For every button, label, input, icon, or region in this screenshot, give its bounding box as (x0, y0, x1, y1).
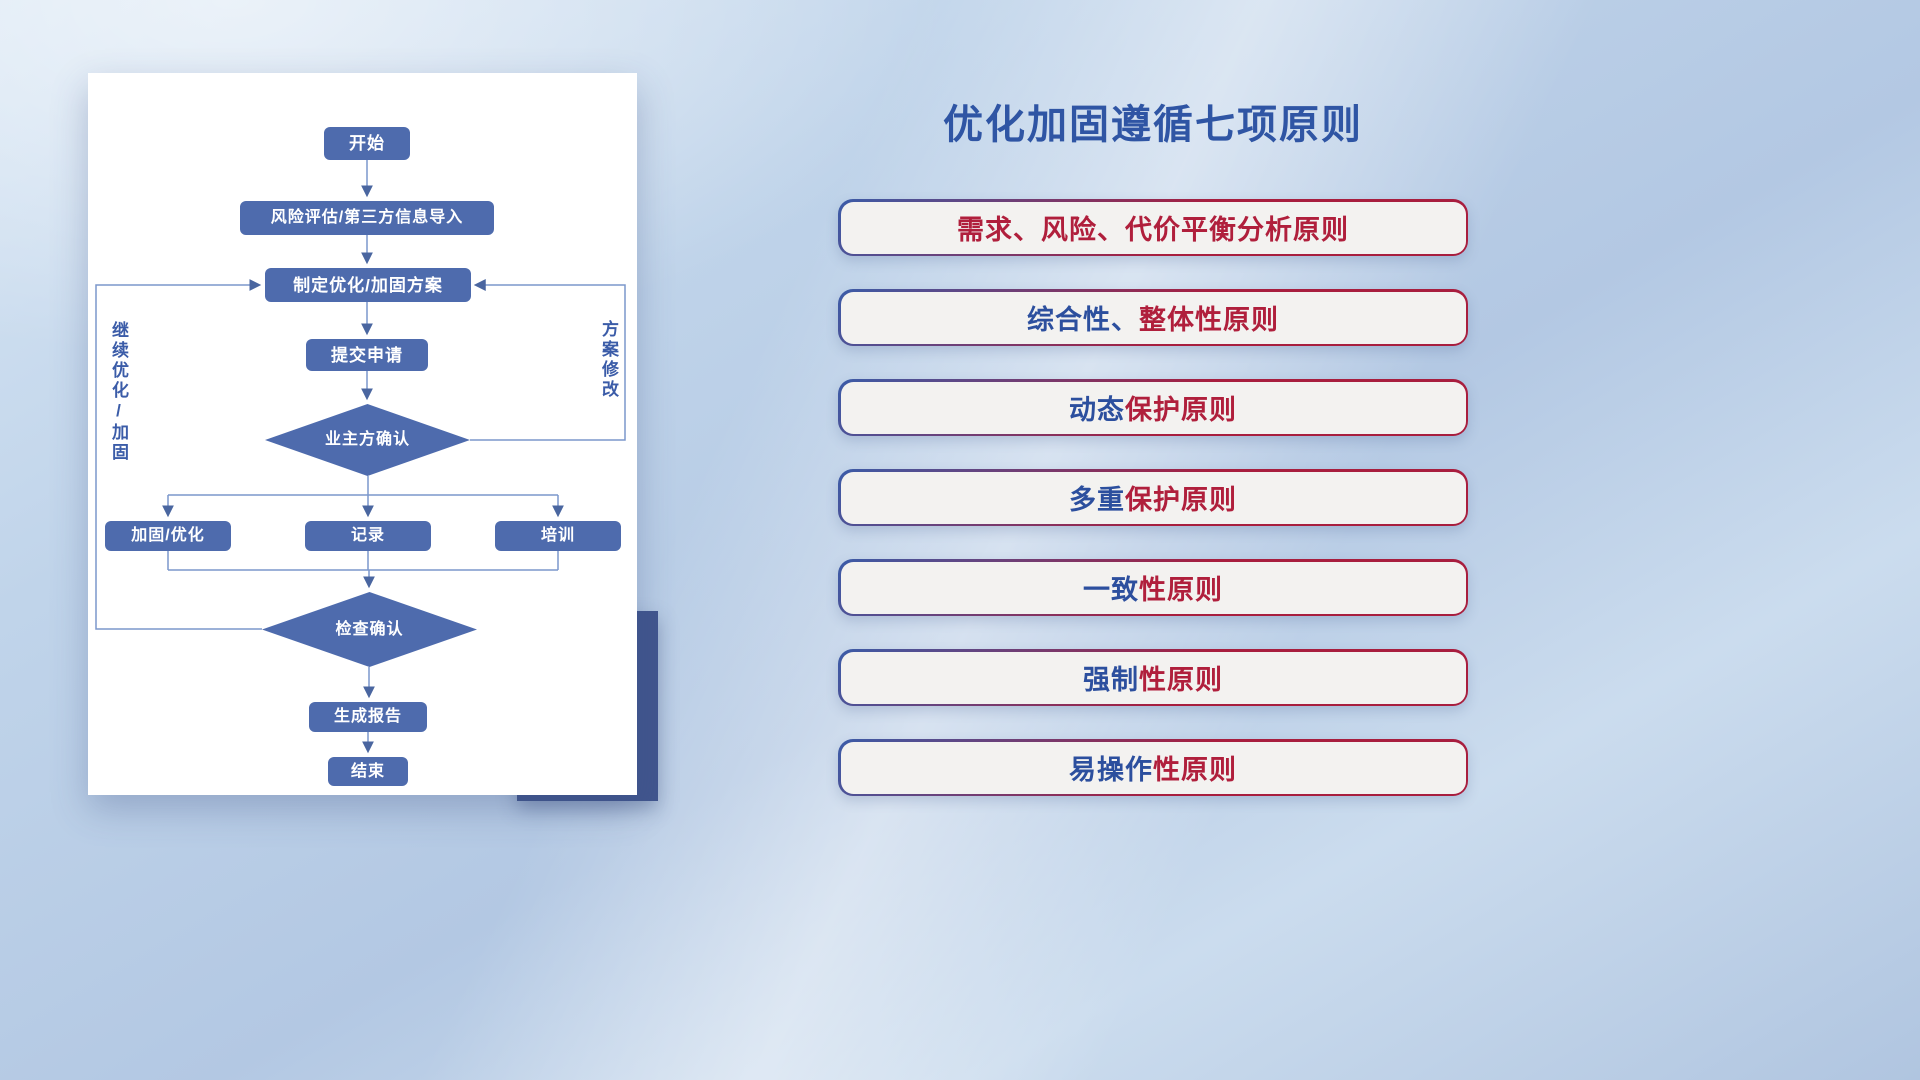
principle-pill-body: 需求、风险、代价平衡分析原则 (840, 201, 1466, 254)
flow-connectors (95, 160, 626, 754)
page-title: 优化加固遵循七项原则 (943, 103, 1363, 147)
principle-text-red: 保护原则 (1125, 485, 1237, 515)
principle-text-red: 性原则 (1139, 575, 1223, 605)
principles-list: 需求、风险、代价平衡分析原则 综合性、 整体性原则 动态 保护原则 多重 保护原… (838, 199, 1468, 796)
principle-text-blue: 多重 (1069, 485, 1125, 515)
principle-text-blue: 动态 (1069, 395, 1125, 425)
principle-pill-5: 一致 性原则 (838, 559, 1468, 616)
principle-pill-body: 强制 性原则 (840, 651, 1466, 704)
principle-text-red: 整体性原则 (1139, 305, 1279, 335)
flow-node-end: 结束 (328, 757, 408, 786)
principle-text-red: 需求、风险、代价平衡分析原则 (957, 215, 1349, 245)
principle-text-red: 性原则 (1153, 755, 1237, 785)
principle-pill-body: 易操作 性原则 (840, 741, 1466, 794)
flow-node-start: 开始 (324, 127, 410, 160)
flow-node-risk-import: 风险评估/第三方信息导入 (240, 201, 494, 235)
flow-node-report: 生成报告 (309, 702, 427, 732)
principle-pill-body: 综合性、 整体性原则 (840, 291, 1466, 344)
principle-pill-7: 易操作 性原则 (838, 739, 1468, 796)
principle-pill-3: 动态 保护原则 (838, 379, 1468, 436)
principle-pill-body: 动态 保护原则 (840, 381, 1466, 434)
principle-pill-2: 综合性、 整体性原则 (838, 289, 1468, 346)
principle-text-red: 保护原则 (1125, 395, 1237, 425)
principle-pill-body: 一致 性原则 (840, 561, 1466, 614)
flow-node-reinforce: 加固/优化 (105, 521, 231, 551)
flowchart-card: 开始 风险评估/第三方信息导入 制定优化/加固方案 提交申请 业主方确认 加固/… (88, 73, 637, 795)
principle-pill-1: 需求、风险、代价平衡分析原则 (838, 199, 1468, 256)
principle-text-blue: 一致 (1083, 575, 1139, 605)
principle-text-red: 性原则 (1139, 665, 1223, 695)
edge-label-continue: 继续优化/加固 (109, 321, 128, 463)
principle-pill-4: 多重 保护原则 (838, 469, 1468, 526)
principle-text-blue: 综合性、 (1027, 305, 1139, 335)
flow-node-training: 培训 (495, 521, 621, 551)
principle-pill-body: 多重 保护原则 (840, 471, 1466, 524)
edge-label-revise: 方案修改 (599, 320, 618, 400)
principle-pill-6: 强制 性原则 (838, 649, 1468, 706)
principle-text-blue: 强制 (1083, 665, 1139, 695)
flow-node-submit: 提交申请 (306, 339, 428, 371)
flow-node-record: 记录 (305, 521, 431, 551)
principle-text-blue: 易操作 (1069, 755, 1153, 785)
flow-node-make-plan: 制定优化/加固方案 (265, 268, 471, 302)
